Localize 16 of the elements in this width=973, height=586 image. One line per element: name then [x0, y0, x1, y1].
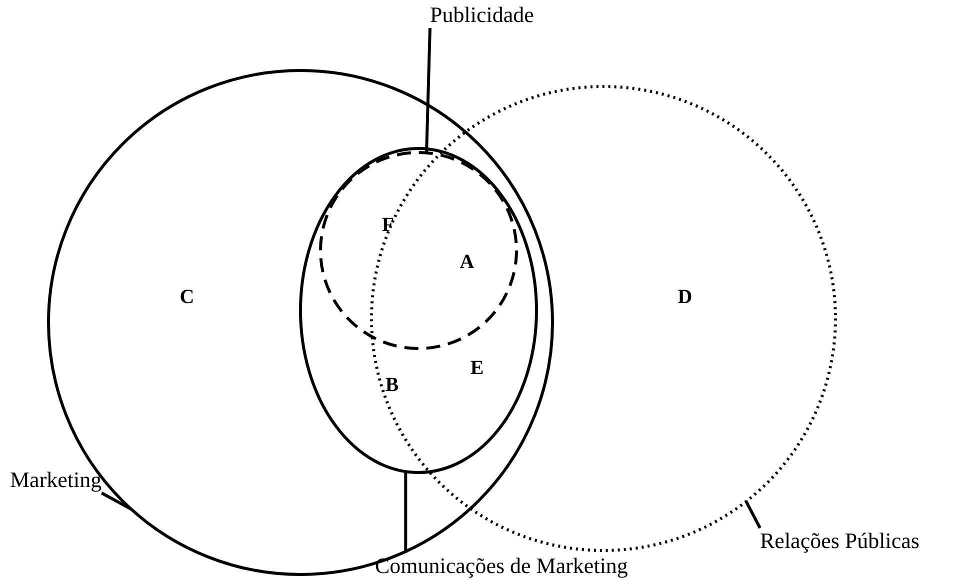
region-letter: D — [678, 285, 692, 309]
circle-outline — [318, 150, 518, 350]
leader-line — [425, 28, 432, 152]
region-letter: F — [382, 213, 394, 237]
leader-line — [100, 492, 132, 511]
diagram-label: Publicidade — [430, 2, 534, 28]
diagram-label: Relações Públicas — [760, 528, 920, 554]
region-letter: E — [470, 356, 484, 380]
diagram-label: Comunicações de Marketing — [375, 553, 628, 579]
ellipse-outline — [298, 146, 538, 474]
region-letter: A — [460, 250, 474, 274]
region-letter: B — [385, 373, 399, 397]
region-letter: C — [180, 285, 194, 309]
diagram-label: Marketing — [10, 467, 102, 493]
leader-line — [404, 471, 408, 553]
leader-line — [744, 500, 762, 529]
